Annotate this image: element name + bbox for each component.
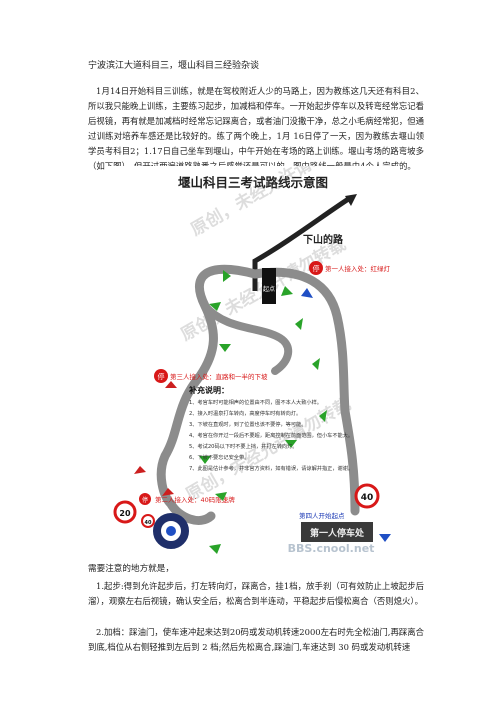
arrow-green-icon	[281, 286, 293, 296]
start-station-label: 起点	[263, 285, 275, 293]
end-box	[301, 522, 373, 542]
person4-label: 第四人开始起点	[299, 511, 345, 520]
inner-route	[201, 302, 293, 375]
arrow-red-icon	[134, 466, 146, 474]
stop-sign-icon-1: 停	[309, 261, 323, 275]
roundabout	[153, 513, 189, 549]
step2-paragraph: 2.加档：踩油门，使车速冲起来达到20码或发动机转速2000左右时先全松油门,再…	[88, 627, 424, 652]
step1-paragraph: 1.起步:得到允许起步后，打左转向灯，踩离合，挂1档，放手刹（可有效防止上坡起步…	[88, 581, 424, 606]
notes-line: 3、下坡在直观时，到了位置也该不要停，等可能。	[189, 420, 306, 428]
arrow-green-icon	[295, 318, 303, 330]
svg-text:停: 停	[142, 496, 148, 504]
direction-arrows	[134, 270, 391, 554]
speed-limit-40-small-icon: 40	[141, 514, 155, 528]
arrow-blue-icon	[301, 288, 313, 298]
svg-text:40: 40	[361, 493, 374, 503]
person3-label: 第三人接入处：直路和一半的下坡	[170, 372, 268, 381]
arrow-green-icon	[223, 270, 231, 282]
svg-text:停: 停	[313, 264, 320, 273]
arrow-blue-icon	[379, 534, 391, 542]
svg-text:停: 停	[158, 372, 165, 381]
notes-line: 7、此图是估计参考，并非官方资料，如有错误，请谅解并指正，谢谢。	[189, 464, 353, 472]
arrow-green-icon	[219, 344, 231, 352]
article-title: 宁波滨江大道科目三，堰山科目三经验杂谈	[88, 61, 260, 71]
end-box-label: 第一人停车处	[310, 527, 365, 539]
svg-text:40: 40	[145, 520, 152, 526]
downhill-road-label: 下山的路	[303, 233, 344, 246]
notes-line: 4、考官在你开过一段后不要超，距离控制在前面范围，但小车不能大。	[189, 431, 353, 439]
notes-lead: 需要注意的地方就是，	[88, 564, 174, 574]
notes-box: 补充说明： 1、考官车时可能相声的位置由不同，图不本人大致小样。 2、接入时温泉打…	[188, 385, 353, 472]
arrow-green-icon	[209, 302, 221, 311]
notes-line: 6、下坡不要忘记安全带。	[189, 453, 249, 461]
stop-sign-icon-3: 停	[139, 493, 151, 505]
downhill-arrow-icon	[345, 194, 357, 206]
arrow-green-icon	[319, 410, 327, 422]
speed-limit-40-icon: 40	[354, 483, 380, 509]
roundabout-center	[166, 526, 176, 536]
arrow-green-icon	[215, 492, 227, 501]
main-route-right	[250, 267, 360, 516]
route-map: 堰山科目三考试路线示意图 原创，未经允许请勿转载 原创，未经允许请勿转载 原创，…	[105, 129, 400, 555]
notes-line: 2、接入时温泉打车转向，高度停车时有转向灯。	[189, 409, 301, 417]
map-title: 堰山科目三考试路线示意图	[178, 175, 328, 190]
arrow-green-icon	[199, 456, 211, 464]
arrow-green-icon	[312, 358, 320, 370]
speed-limit-20-icon: 20	[113, 500, 137, 524]
arrow-green-icon	[285, 440, 297, 448]
watermark-site: BBS.cnool.net	[288, 542, 375, 554]
svg-text:20: 20	[119, 509, 131, 518]
notes-line: 5、考试20码以下时不要上挡，并打左转向灯。	[189, 442, 297, 450]
intro-paragraph: 1月14日开始科目三训练，就是在驾校附近人少的马路上，因为教练这几天还有科目2、…	[88, 86, 424, 171]
notes-title: 补充说明：	[188, 385, 229, 395]
start-station	[262, 268, 276, 304]
stop-sign-icon-2: 停	[154, 369, 168, 383]
downhill-road	[252, 195, 352, 291]
person1-label: 第一人接入处：红绿灯	[325, 264, 391, 273]
main-route-left	[156, 264, 260, 525]
arrow-red-icon	[162, 488, 174, 496]
arrow-green-icon	[209, 544, 221, 554]
arrow-red-icon	[165, 381, 177, 388]
notes-line: 1、考官车时可能相声的位置由不同，图不本人大致小样。	[189, 398, 322, 406]
person2-label: 第二人接入处：40码限速牌	[155, 495, 235, 504]
